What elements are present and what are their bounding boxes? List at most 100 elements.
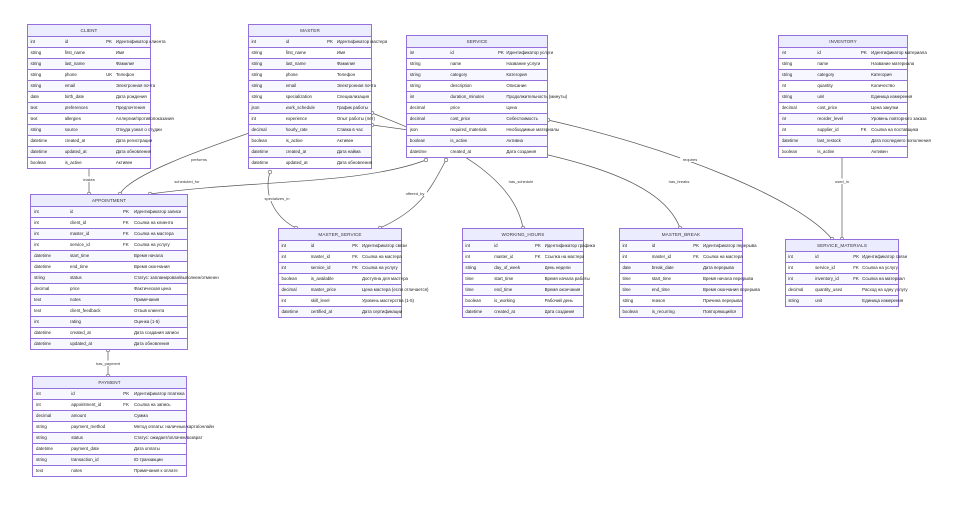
attribute-name: updated_at (70, 341, 92, 346)
attribute-type: int (788, 276, 793, 281)
attribute-name: created_at (494, 309, 515, 314)
attribute-name: payment_date (71, 446, 100, 451)
relationship-label-bg (82, 176, 96, 182)
attribute-key: PK (853, 254, 860, 259)
relationship-label-bg (506, 178, 536, 184)
attribute-comment: Идентификатор услуги (506, 50, 554, 55)
attribute-type: boolean (465, 298, 482, 303)
attribute-comment: Цена мастера (если отличается) (361, 287, 429, 292)
attribute-type: datetime (281, 309, 299, 314)
attribute-name: end_time (651, 287, 670, 292)
attribute-comment: Имя (336, 50, 346, 55)
relationship-label-has-schedule: has_schedule (509, 179, 534, 184)
attribute-name: id (494, 243, 498, 248)
attribute-comment: Идентификатор клиента (115, 39, 166, 44)
attribute-type: text (30, 105, 38, 110)
attribute-comment: Фактическая цена (133, 286, 171, 291)
attribute-name: service_id (70, 242, 90, 247)
attribute-comment: Идентификатор материала (871, 50, 927, 55)
attribute-name: end_time (494, 287, 513, 292)
attribute-comment: Активна (506, 138, 523, 143)
attribute-type: time (465, 276, 474, 281)
attribute-name: skill_level (310, 298, 330, 303)
entity-title: INVENTORY (829, 39, 857, 44)
attribute-type: boolean (30, 160, 47, 165)
attribute-name: quantity_used (815, 287, 843, 292)
attribute-comment: Название материала (871, 61, 915, 66)
attribute-type: int (788, 254, 793, 259)
attribute-name: notes (70, 297, 81, 302)
attribute-type: boolean (409, 138, 426, 143)
attribute-name: reason (651, 298, 666, 303)
attribute-name: master_id (494, 254, 514, 259)
attribute-key: FK (535, 254, 541, 259)
attribute-comment: День недели (544, 265, 571, 270)
entity-title: MASTER (300, 28, 320, 33)
attribute-type: int (34, 209, 39, 214)
entity-title: CLIENT (80, 28, 98, 33)
attribute-comment: Продолжительность (минуты) (506, 94, 568, 99)
attribute-type: datetime (251, 160, 269, 165)
attribute-key: PK (860, 50, 867, 55)
attribute-name: source (64, 127, 78, 132)
attribute-name: quantity (817, 83, 833, 88)
attribute-comment: Дата сертификации (361, 309, 403, 314)
attribute-type: datetime (34, 330, 51, 335)
attribute-type: datetime (34, 341, 51, 346)
attribute-comment: Опыт работы (лет) (336, 116, 375, 121)
attribute-comment: Количество (871, 83, 895, 88)
attribute-name: id (450, 50, 454, 55)
attribute-name: end_time (70, 264, 89, 269)
attribute-comment: Сумма (133, 413, 148, 418)
attribute-key: PK (327, 39, 333, 44)
attribute-type: int (36, 391, 41, 396)
attribute-type: string (251, 50, 263, 55)
attribute-type: string (36, 457, 47, 462)
attribute-name: client_feedback (70, 308, 101, 313)
attribute-key: FK (352, 265, 358, 270)
entity-title: MASTER_BREAK (661, 232, 701, 237)
attribute-type: int (34, 242, 39, 247)
attribute-type: datetime (30, 138, 48, 143)
attribute-type: string (622, 298, 634, 303)
attribute-name: specialization (285, 94, 312, 99)
attribute-comment: Идентификатор платежа (133, 391, 185, 396)
attribute-comment: Предпочтения (115, 105, 146, 110)
